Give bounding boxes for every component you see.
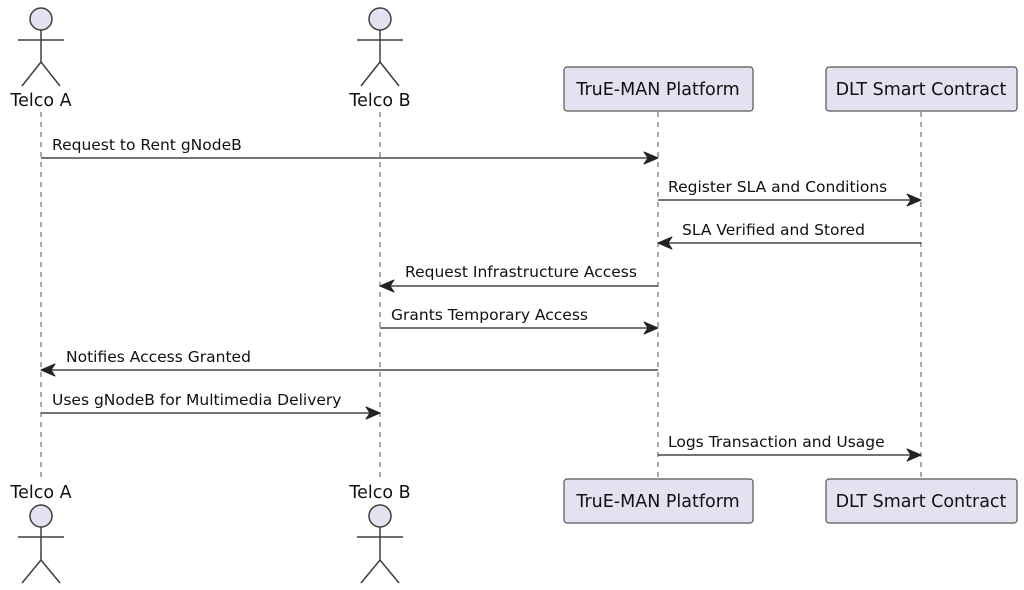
message-uses-gnodeb-for-multimedia-delivery: Uses gNodeB for Multimedia Delivery [41, 391, 381, 420]
actor-telco-a-top: Telco A [9, 7, 72, 111]
message-notifies-access-granted: Notifies Access Granted [40, 348, 658, 377]
arrowhead-left-icon [379, 279, 395, 293]
arrowhead-right-icon [906, 193, 922, 207]
message-logs-transaction-and-usage: Logs Transaction and Usage [658, 433, 922, 462]
message-label: Logs Transaction and Usage [668, 433, 885, 451]
arrowhead-right-icon [365, 406, 381, 420]
message-label: Grants Temporary Access [391, 306, 588, 324]
actor-telco-a-bottom: Telco A [9, 483, 72, 584]
arrowhead-left-icon [657, 236, 673, 250]
message-request-to-rent-gnodeb: Request to Rent gNodeB [41, 136, 659, 165]
actor-label-telco-b: Telco B [348, 91, 410, 111]
actor-label-telco-a: Telco A [9, 91, 71, 111]
participant-label-trueman-platform: TruE-MAN Platform [575, 80, 739, 100]
message-label: Request Infrastructure Access [405, 263, 637, 281]
actor-label-telco-a: Telco A [9, 483, 71, 503]
message-sla-verified-and-stored: SLA Verified and Stored [657, 221, 921, 250]
arrowhead-right-icon [643, 151, 659, 165]
participant-dlt-smart-contract-bottom: DLT Smart Contract [825, 478, 1018, 524]
participant-label-dlt-smart-contract: DLT Smart Contract [836, 492, 1007, 512]
message-request-infrastructure-access: Request Infrastructure Access [379, 263, 658, 293]
message-label: Notifies Access Granted [66, 348, 251, 366]
arrowhead-right-icon [906, 448, 922, 462]
participant-label-dlt-smart-contract: DLT Smart Contract [836, 80, 1007, 100]
actor-telco-b-top: Telco B [348, 7, 411, 111]
message-grants-temporary-access: Grants Temporary Access [380, 306, 659, 335]
arrowhead-right-icon [643, 321, 659, 335]
message-register-sla-and-conditions: Register SLA and Conditions [658, 178, 922, 207]
message-label: Request to Rent gNodeB [52, 136, 242, 154]
participant-label-trueman-platform: TruE-MAN Platform [575, 492, 739, 512]
message-label: SLA Verified and Stored [682, 221, 865, 239]
actor-label-telco-b: Telco B [348, 483, 410, 503]
message-label: Uses gNodeB for Multimedia Delivery [52, 391, 341, 409]
participant-trueman-platform-bottom: TruE-MAN Platform [563, 478, 754, 524]
participant-trueman-platform-top: TruE-MAN Platform [563, 66, 754, 112]
arrowhead-left-icon [40, 363, 56, 377]
message-label: Register SLA and Conditions [668, 178, 887, 196]
participant-dlt-smart-contract-top: DLT Smart Contract [825, 66, 1018, 112]
actor-telco-b-bottom: Telco B [348, 483, 411, 584]
